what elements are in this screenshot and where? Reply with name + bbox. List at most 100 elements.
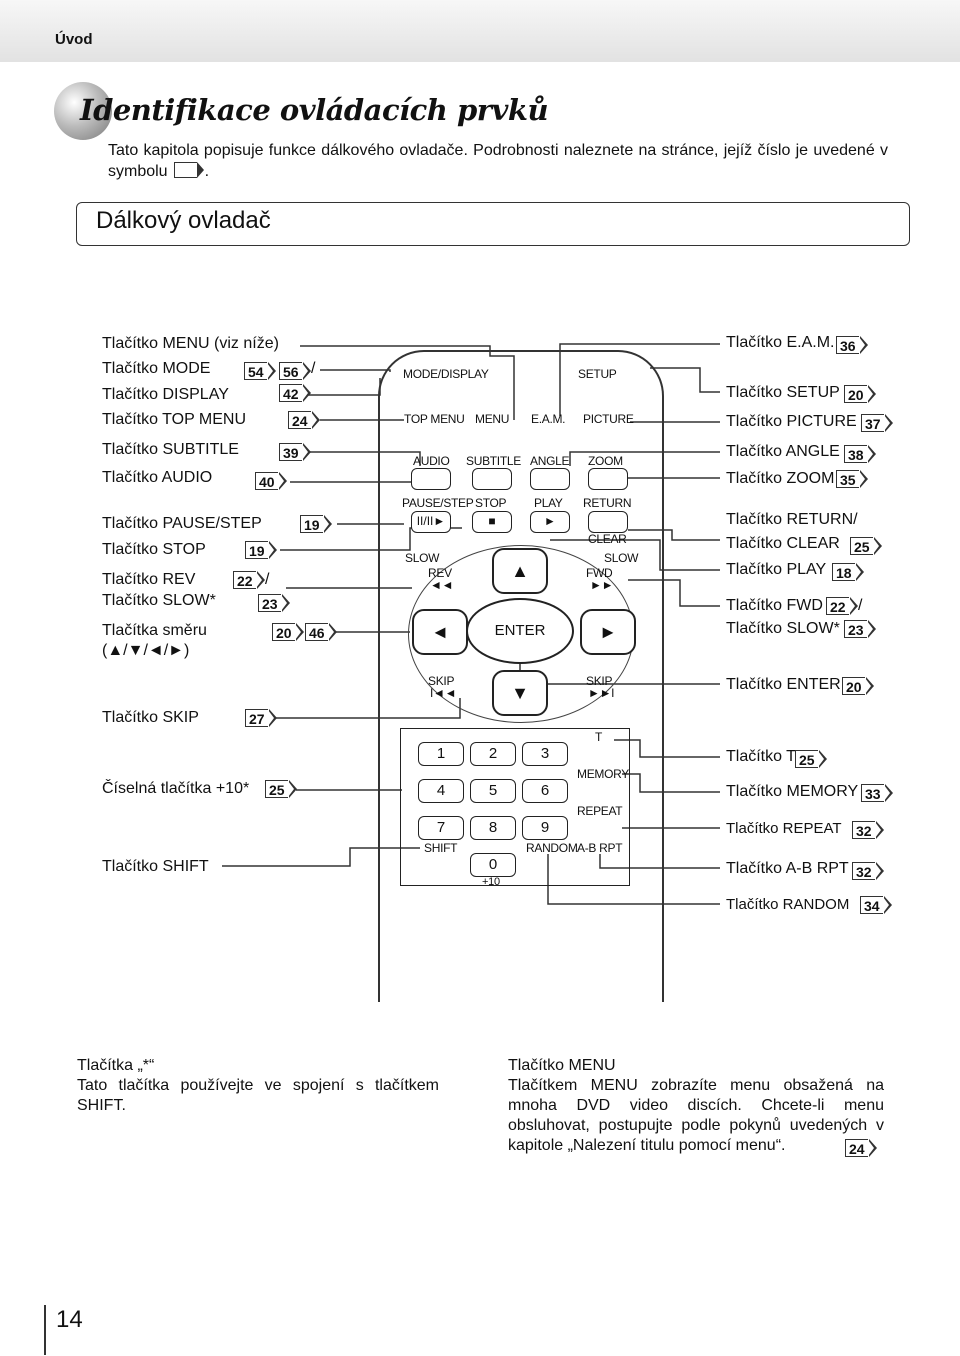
rev-glyph-icon: ◄◄ [430, 578, 454, 592]
label-play: Tlačítko PLAY [726, 561, 827, 578]
page-ref-arrows-2-value: 46 [309, 625, 325, 641]
label-clear: Tlačítko CLEAR [726, 535, 840, 552]
up-button[interactable]: ▲ [492, 548, 548, 594]
page-ref-top-menu: 24 [288, 410, 319, 429]
label-play-btn: PLAY [534, 496, 563, 510]
page-number: 14 [56, 1306, 83, 1333]
digit-8-button[interactable]: 8 [470, 816, 516, 840]
note-left-body: Tato tlačítka používejte ve spojení s tl… [77, 1077, 439, 1114]
page-ref-t: 25 [795, 749, 826, 768]
page-ref-symbol-icon [173, 162, 204, 178]
label-display: Tlačítko DISPLAY [102, 386, 229, 403]
slash-separator: / [311, 360, 316, 377]
page-ref-fwd-value: 22 [830, 599, 846, 615]
page-ref-numeric-value: 25 [269, 782, 285, 798]
page-ref-setup: 20 [844, 384, 875, 403]
digit-4-button[interactable]: 4 [418, 779, 464, 803]
label-mode-display: MODE/DISPLAY [403, 367, 489, 381]
label-enter: Tlačítko ENTER [726, 676, 841, 693]
label-setup: Tlačítko SETUP [726, 384, 840, 401]
page-ref-mode-2: 56 [279, 361, 310, 380]
label-t: Tlačítko T [726, 748, 796, 765]
label-top-menu: Tlačítko TOP MENU [102, 411, 247, 428]
label-rev-btn: REV [428, 566, 452, 580]
label-numeric: Číselná tlačítka +10* [102, 780, 250, 797]
label-eam-btn: E.A.M. [531, 412, 566, 426]
down-button[interactable]: ▼ [492, 670, 548, 716]
label-subtitle-btn: SUBTITLE [466, 454, 521, 468]
pause-step-button[interactable]: II/II► [411, 511, 451, 533]
label-slow: Tlačítko SLOW* [102, 592, 216, 609]
label-arrows: Tlačítka směru [102, 622, 207, 639]
section-label: Úvod [55, 31, 93, 48]
digit-1-button[interactable]: 1 [418, 742, 464, 766]
subtitle-button[interactable] [472, 468, 512, 490]
label-ab-rpt: Tlačítko A-B RPT [726, 860, 849, 877]
page-ref-setup-value: 20 [848, 387, 864, 403]
label-repeat-btn: REPEAT [577, 804, 623, 818]
page-ref-picture-value: 37 [865, 416, 881, 432]
page-ref-clear-value: 25 [854, 539, 870, 555]
digit-0-button[interactable]: 0 [470, 853, 516, 877]
page-ref-repeat: 32 [852, 820, 883, 839]
page-ref-zoom: 35 [836, 469, 867, 488]
page-ref-skip-value: 27 [249, 711, 265, 727]
keypad-frame [400, 728, 630, 886]
digit-2-button[interactable]: 2 [470, 742, 516, 766]
page-ref-display: 42 [279, 383, 310, 402]
left-button[interactable]: ◄ [412, 609, 468, 655]
page-ref-zoom-value: 35 [840, 472, 856, 488]
remote-outline [378, 350, 664, 1002]
page-ref-top-menu-value: 24 [292, 413, 308, 429]
page-ref-display-value: 42 [283, 386, 299, 402]
label-setup-btn: SETUP [578, 367, 617, 381]
label-menu-btn: MENU [475, 412, 510, 426]
page-ref-pause: 19 [300, 514, 331, 533]
digit-6-button[interactable]: 6 [522, 779, 568, 803]
label-audio-btn: AUDIO [413, 454, 450, 468]
note-right-body: Tlačítkem MENU zobrazíte menu obsažená n… [508, 1076, 884, 1156]
stop-button[interactable]: ■ [472, 511, 512, 533]
page-ref-subtitle: 39 [279, 442, 310, 461]
digit-7-button[interactable]: 7 [418, 816, 464, 840]
return-button[interactable] [588, 511, 628, 533]
label-repeat: Tlačítko REPEAT [726, 820, 842, 837]
label-random-btn: RANDOM [526, 841, 578, 855]
fwd-glyph-icon: ►► [590, 578, 614, 592]
zoom-button[interactable] [588, 468, 628, 490]
angle-button[interactable] [530, 468, 570, 490]
skip-back-icon: I◄◄ [430, 686, 457, 700]
section-title: Dálkový ovladač [96, 207, 271, 234]
intro-text: Tato kapitola popisuje funkce dálkového … [108, 140, 888, 182]
digit-9-button[interactable]: 9 [522, 816, 568, 840]
audio-button[interactable] [411, 468, 451, 490]
right-button[interactable]: ► [580, 609, 636, 655]
page-ref-skip: 27 [245, 708, 276, 727]
page-ref-memory-value: 33 [865, 786, 881, 802]
page-ref-slow-right: 23 [844, 619, 875, 638]
page-ref-ab-rpt-value: 32 [856, 864, 872, 880]
label-angle-btn: ANGLE [530, 454, 570, 468]
page-ref-arrows-2: 46 [305, 622, 336, 641]
page-ref-mode-1: 54 [244, 361, 275, 380]
label-stop: Tlačítko STOP [102, 541, 206, 558]
digit-3-button[interactable]: 3 [522, 742, 568, 766]
play-button[interactable]: ► [530, 511, 570, 533]
skip-forward-icon: ►►I [588, 686, 615, 700]
label-fwd: Tlačítko FWD [726, 597, 823, 614]
label-slow-right-btn: SLOW [604, 551, 639, 565]
label-memory-btn: MEMORY [577, 767, 629, 781]
page-title: Identifikace ovládacích prvků [80, 93, 549, 127]
page-ref-mode-2-value: 56 [283, 364, 299, 380]
enter-button[interactable]: ENTER [466, 598, 574, 664]
label-stop-btn: STOP [475, 496, 507, 510]
page-ref-rev: 22 [233, 570, 264, 589]
header-bar [0, 0, 960, 62]
label-picture: Tlačítko PICTURE [726, 413, 857, 430]
label-shift-btn: SHIFT [424, 841, 458, 855]
digit-5-button[interactable]: 5 [470, 779, 516, 803]
page-number-rule [44, 1305, 46, 1355]
label-ab-rpt-btn: A-B RPT [577, 841, 623, 855]
page-ref-slow-value: 23 [262, 596, 278, 612]
page-ref-eam-value: 36 [840, 338, 856, 354]
